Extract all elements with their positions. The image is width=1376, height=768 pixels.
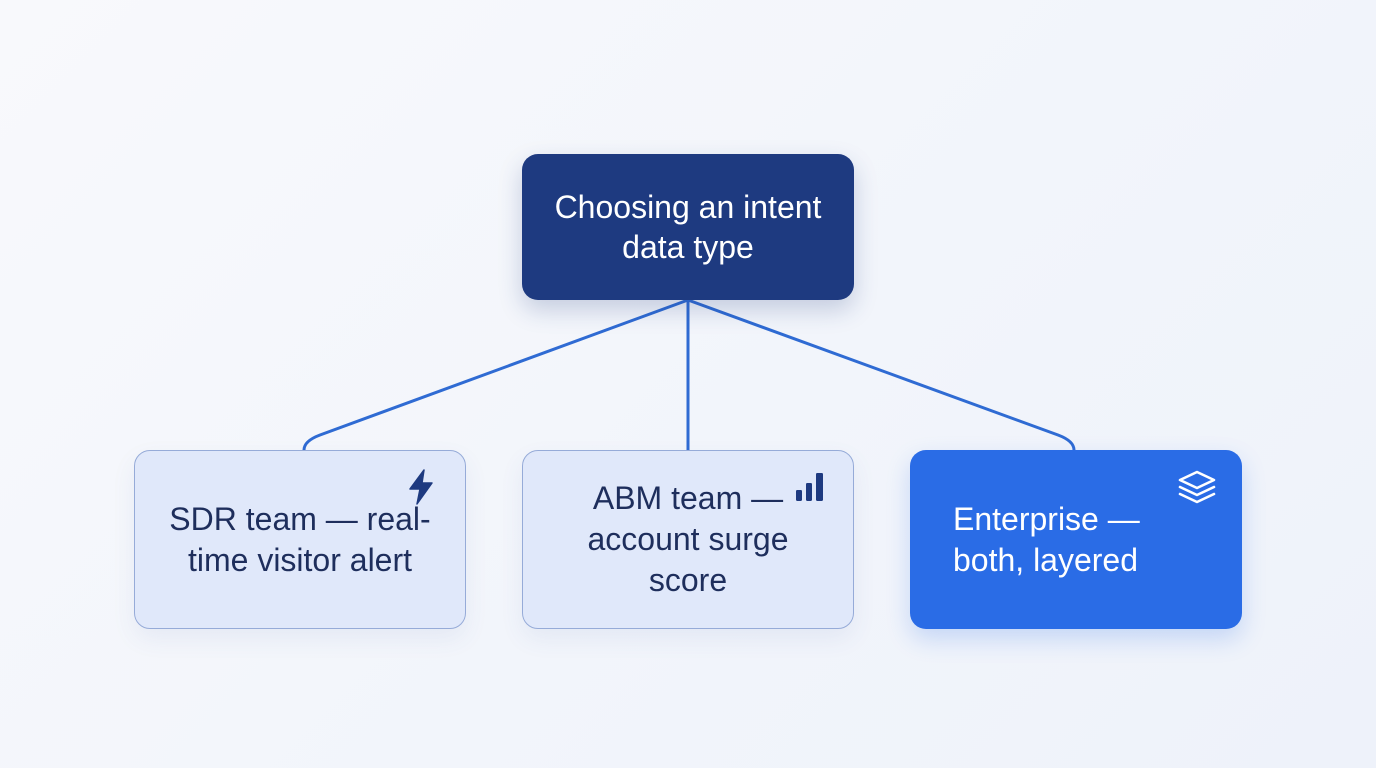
option-node-abm-team: ABM team — account surge score <box>522 450 854 629</box>
option-node-enterprise: Enterprise — both, layered <box>910 450 1242 629</box>
bar-chart-icon <box>796 473 823 501</box>
option-node-enterprise-label: Enterprise — both, layered <box>953 500 1140 578</box>
option-node-sdr-team: SDR team — real-time visitor alert <box>134 450 466 629</box>
connector-to-sdr-team <box>302 298 690 452</box>
connector-to-enterprise <box>686 298 1076 452</box>
layers-icon <box>1178 470 1216 504</box>
option-node-abm-team-label: ABM team — account surge score <box>587 480 789 598</box>
root-node: Choosing an intent data type <box>522 154 854 300</box>
root-node-label: Choosing an intent data type <box>554 189 822 265</box>
lightning-bolt-icon <box>409 469 433 505</box>
option-node-sdr-team-label: SDR team — real-time visitor alert <box>169 500 431 578</box>
